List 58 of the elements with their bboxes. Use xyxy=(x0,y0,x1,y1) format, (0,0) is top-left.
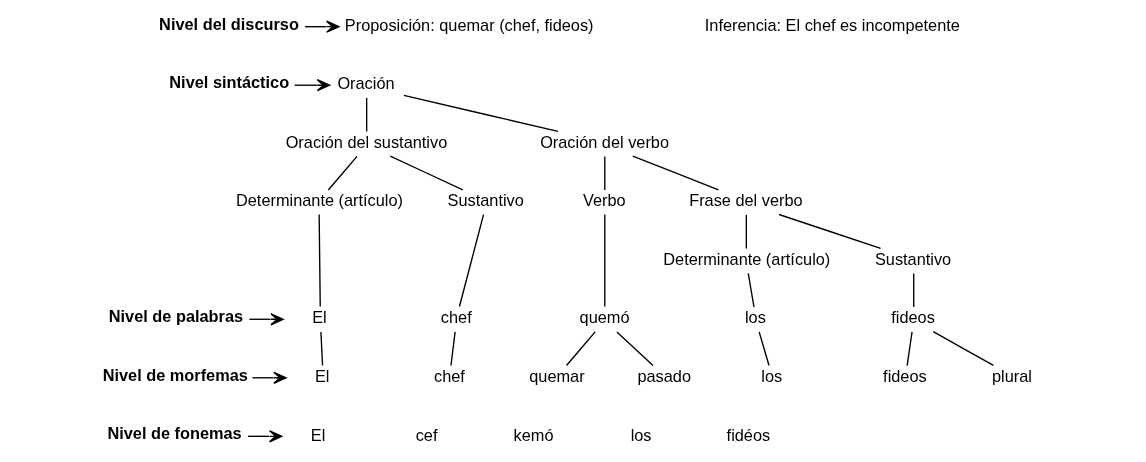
node-text: Nivel de fonemas xyxy=(106,423,242,442)
node-text: quemar xyxy=(528,366,585,385)
connector xyxy=(758,330,770,366)
node-text: cef xyxy=(415,425,437,444)
node-text: chef xyxy=(440,307,472,326)
node-text: Oración xyxy=(336,73,395,92)
node-text: El xyxy=(314,366,329,385)
node-text: los xyxy=(630,425,652,444)
node-text: El xyxy=(310,425,325,444)
connector xyxy=(603,155,605,191)
connector xyxy=(777,213,881,249)
connector xyxy=(905,330,913,366)
node-text: los xyxy=(744,307,766,326)
connector xyxy=(631,154,719,191)
node-text: Sustantivo xyxy=(447,190,524,209)
arrow xyxy=(303,20,340,33)
connector xyxy=(747,272,755,308)
node-text: Nivel de palabras xyxy=(108,306,243,325)
node-text: Determinante (artículo) xyxy=(235,190,403,209)
node-text: pasado xyxy=(636,366,691,385)
arrow xyxy=(293,78,330,91)
node-text: fideos xyxy=(890,307,935,326)
node-text: Verbo xyxy=(582,190,626,209)
node-text: Nivel de morfemas xyxy=(102,365,248,384)
node-text: El xyxy=(311,307,327,326)
node-text: Oración del verbo xyxy=(539,132,669,151)
node-text: Frase del verbo xyxy=(688,190,803,209)
node-text: los xyxy=(760,366,782,385)
node-text: Nivel del discurso xyxy=(158,14,299,33)
connector xyxy=(912,272,914,308)
node-text: Oración del sustantivo xyxy=(285,132,447,151)
connector xyxy=(449,330,456,366)
node-text: Determinante (artículo) xyxy=(662,249,830,268)
node-text: Sustantivo xyxy=(874,249,951,268)
node-text: kemó xyxy=(513,425,554,444)
connector xyxy=(458,213,484,307)
connector xyxy=(318,213,321,307)
arrow xyxy=(248,312,284,325)
connector xyxy=(327,155,358,191)
connector xyxy=(319,330,323,366)
arrow xyxy=(251,371,287,384)
connector xyxy=(745,213,747,249)
connector xyxy=(389,154,463,191)
connector xyxy=(615,330,654,366)
node-text: fideos xyxy=(882,366,927,385)
node-text: chef xyxy=(433,366,465,385)
node-text: Nivel sintáctico xyxy=(168,72,289,91)
node-text: plural xyxy=(991,366,1032,385)
label: Inferencia: El chef es incompetente xyxy=(704,15,960,34)
connector xyxy=(365,96,367,132)
node-text: Proposición: quemar (chef, fideos) xyxy=(344,15,594,34)
node-text: quemó xyxy=(579,307,630,326)
connector xyxy=(402,94,559,132)
connector xyxy=(603,213,605,307)
node-text: fidéos xyxy=(726,425,770,444)
connector xyxy=(932,330,994,366)
arrow xyxy=(246,429,283,442)
connector xyxy=(565,330,596,366)
